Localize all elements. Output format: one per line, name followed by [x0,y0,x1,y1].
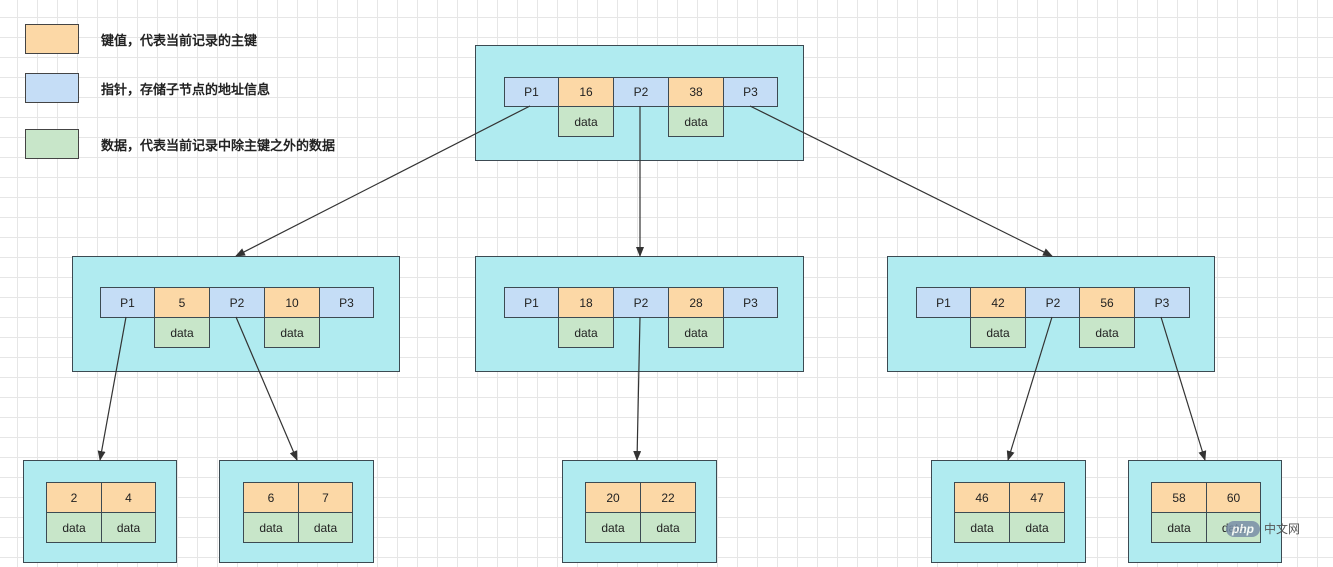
internal-1-key-2: 10 [264,287,320,318]
internal-node-3: P1 42 P2 56 P3 data data [887,256,1215,372]
leaf-5-key-1: 58 [1151,482,1207,513]
internal-2-key-2: 28 [668,287,724,318]
internal-2-data-1: data [558,317,614,348]
legend-pointer-swatch [25,73,79,103]
internal-2-pointer-p2: P2 [613,287,669,318]
leaf-2-key-2: 7 [298,482,353,513]
internal-2-data-2: data [668,317,724,348]
legend-data-swatch [25,129,79,159]
legend-data-label: 数据，代表当前记录中除主键之外的数据 [101,139,336,154]
watermark-badge: php [1226,520,1260,537]
root-pointer-p2: P2 [613,77,669,107]
internal-node-2: P1 18 P2 28 P3 data data [475,256,804,372]
internal-2-pointer-p3: P3 [723,287,778,318]
leaf-node-4: 46 47 data data [931,460,1086,563]
leaf-2-data-2: data [298,512,353,543]
leaf-4-data-2: data [1009,512,1065,543]
internal-3-pointer-p3: P3 [1134,287,1190,318]
leaf-1-key-1: 2 [46,482,102,513]
internal-2-key-1: 18 [558,287,614,318]
leaf-5-data-1: data [1151,512,1207,543]
root-pointer-p1: P1 [504,77,559,107]
leaf-3-key-2: 22 [640,482,696,513]
internal-1-key-1: 5 [154,287,210,318]
internal-1-pointer-p3: P3 [319,287,374,318]
watermark-text: 中文网 [1264,522,1301,536]
leaf-3-key-1: 20 [585,482,641,513]
internal-3-key-2: 56 [1079,287,1135,318]
leaf-node-1: 2 4 data data [23,460,177,563]
leaf-1-key-2: 4 [101,482,156,513]
legend-pointer-label: 指针，存储子节点的地址信息 [101,83,271,98]
root-data-1: data [558,106,614,137]
leaf-4-key-1: 46 [954,482,1010,513]
root-pointer-p3: P3 [723,77,778,107]
root-key-2: 38 [668,77,724,107]
leaf-5-key-2: 60 [1206,482,1261,513]
leaf-node-2: 6 7 data data [219,460,374,563]
internal-2-pointer-p1: P1 [504,287,559,318]
root-data-2: data [668,106,724,137]
leaf-node-3: 20 22 data data [562,460,717,563]
internal-3-pointer-p1: P1 [916,287,971,318]
leaf-4-data-1: data [954,512,1010,543]
internal-3-data-2: data [1079,317,1135,348]
internal-1-data-2: data [264,317,320,348]
internal-3-data-1: data [970,317,1026,348]
leaf-2-key-1: 6 [243,482,299,513]
leaf-3-data-1: data [585,512,641,543]
leaf-3-data-2: data [640,512,696,543]
internal-1-pointer-p2: P2 [209,287,265,318]
root-node: P1 16 P2 38 P3 data data [475,45,804,161]
legend-key-swatch [25,24,79,54]
internal-1-data-1: data [154,317,210,348]
internal-3-pointer-p2: P2 [1025,287,1081,318]
watermark: php 中文网 [1226,520,1300,537]
internal-3-key-1: 42 [970,287,1026,318]
internal-node-1: P1 5 P2 10 P3 data data [72,256,400,372]
leaf-node-5: 58 60 data data [1128,460,1282,563]
root-key-1: 16 [558,77,614,107]
leaf-1-data-2: data [101,512,156,543]
leaf-2-data-1: data [243,512,299,543]
legend-key-label: 键值，代表当前记录的主键 [101,34,258,49]
leaf-4-key-2: 47 [1009,482,1065,513]
leaf-1-data-1: data [46,512,102,543]
internal-1-pointer-p1: P1 [100,287,155,318]
